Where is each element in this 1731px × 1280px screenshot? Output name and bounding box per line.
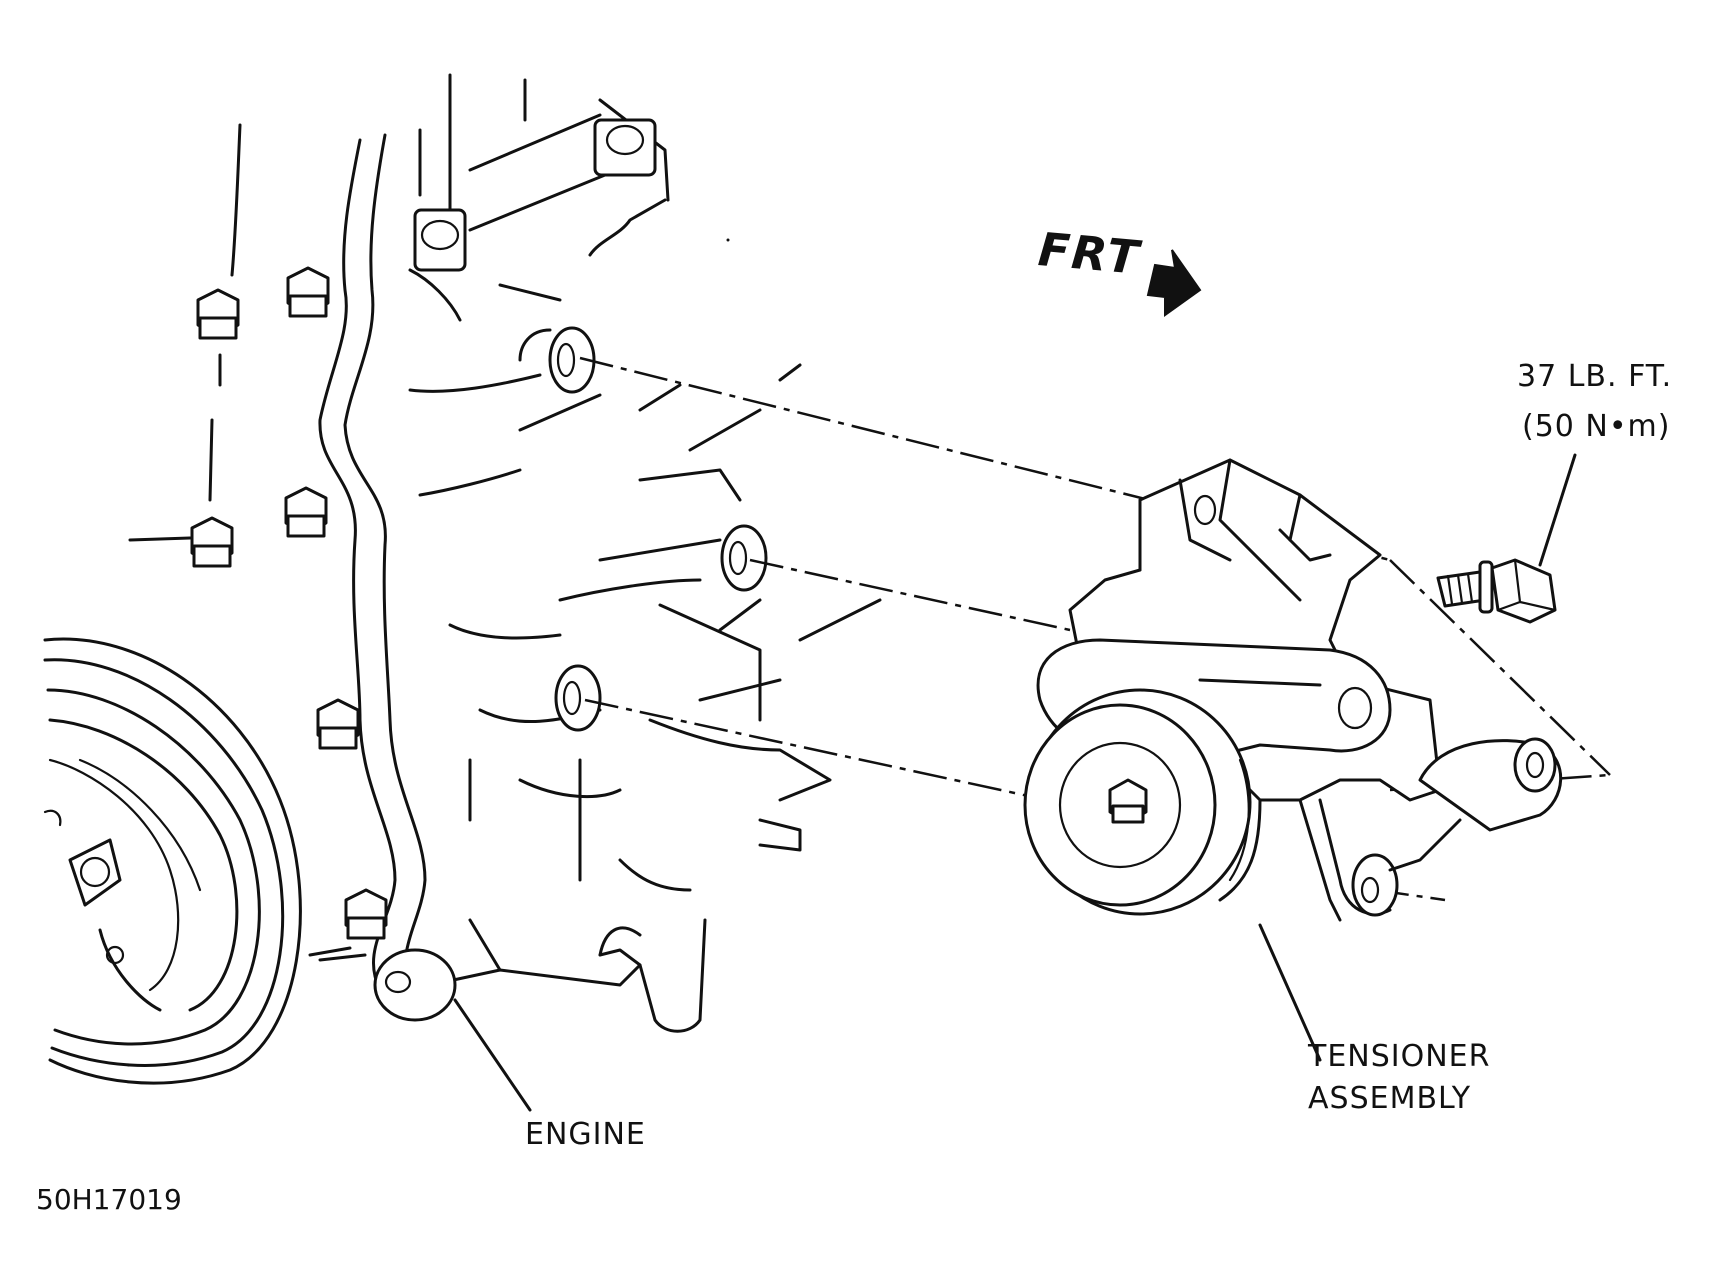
tensioner-label-line2: ASSEMBLY [1308, 1081, 1472, 1116]
engine-label: ENGINE [525, 1117, 646, 1152]
torque-metric-label: (50 N•m) [1522, 409, 1671, 444]
engine-mount-bosses [373, 118, 768, 1022]
left-harness-lines [128, 123, 242, 542]
front-direction-label: FRT [1036, 222, 1143, 285]
front-direction-arrow-icon [1146, 249, 1202, 317]
tensioner-label-line1: TENSIONER [1308, 1039, 1491, 1074]
bolt-hex-icon [190, 516, 234, 568]
tensioner-assembly [1023, 458, 1563, 922]
bolt-hex-icon [284, 486, 328, 538]
pulley-bolt-icon [1108, 778, 1148, 824]
torque-imperial-label: 37 LB. FT. [1517, 359, 1673, 394]
engine-flange-bolts [190, 266, 388, 940]
bolt-hex-icon [286, 266, 330, 318]
figure-code: 50H17019 [36, 1183, 182, 1216]
tensioner-bolt [1436, 558, 1557, 624]
crankshaft-pulley [43, 637, 302, 1085]
bolt-hex-icon [196, 288, 240, 340]
bolt-hex-icon [344, 888, 388, 940]
engine-block [308, 73, 882, 1033]
leader-lines [453, 453, 1577, 1112]
bolt-hex-icon [316, 698, 360, 750]
